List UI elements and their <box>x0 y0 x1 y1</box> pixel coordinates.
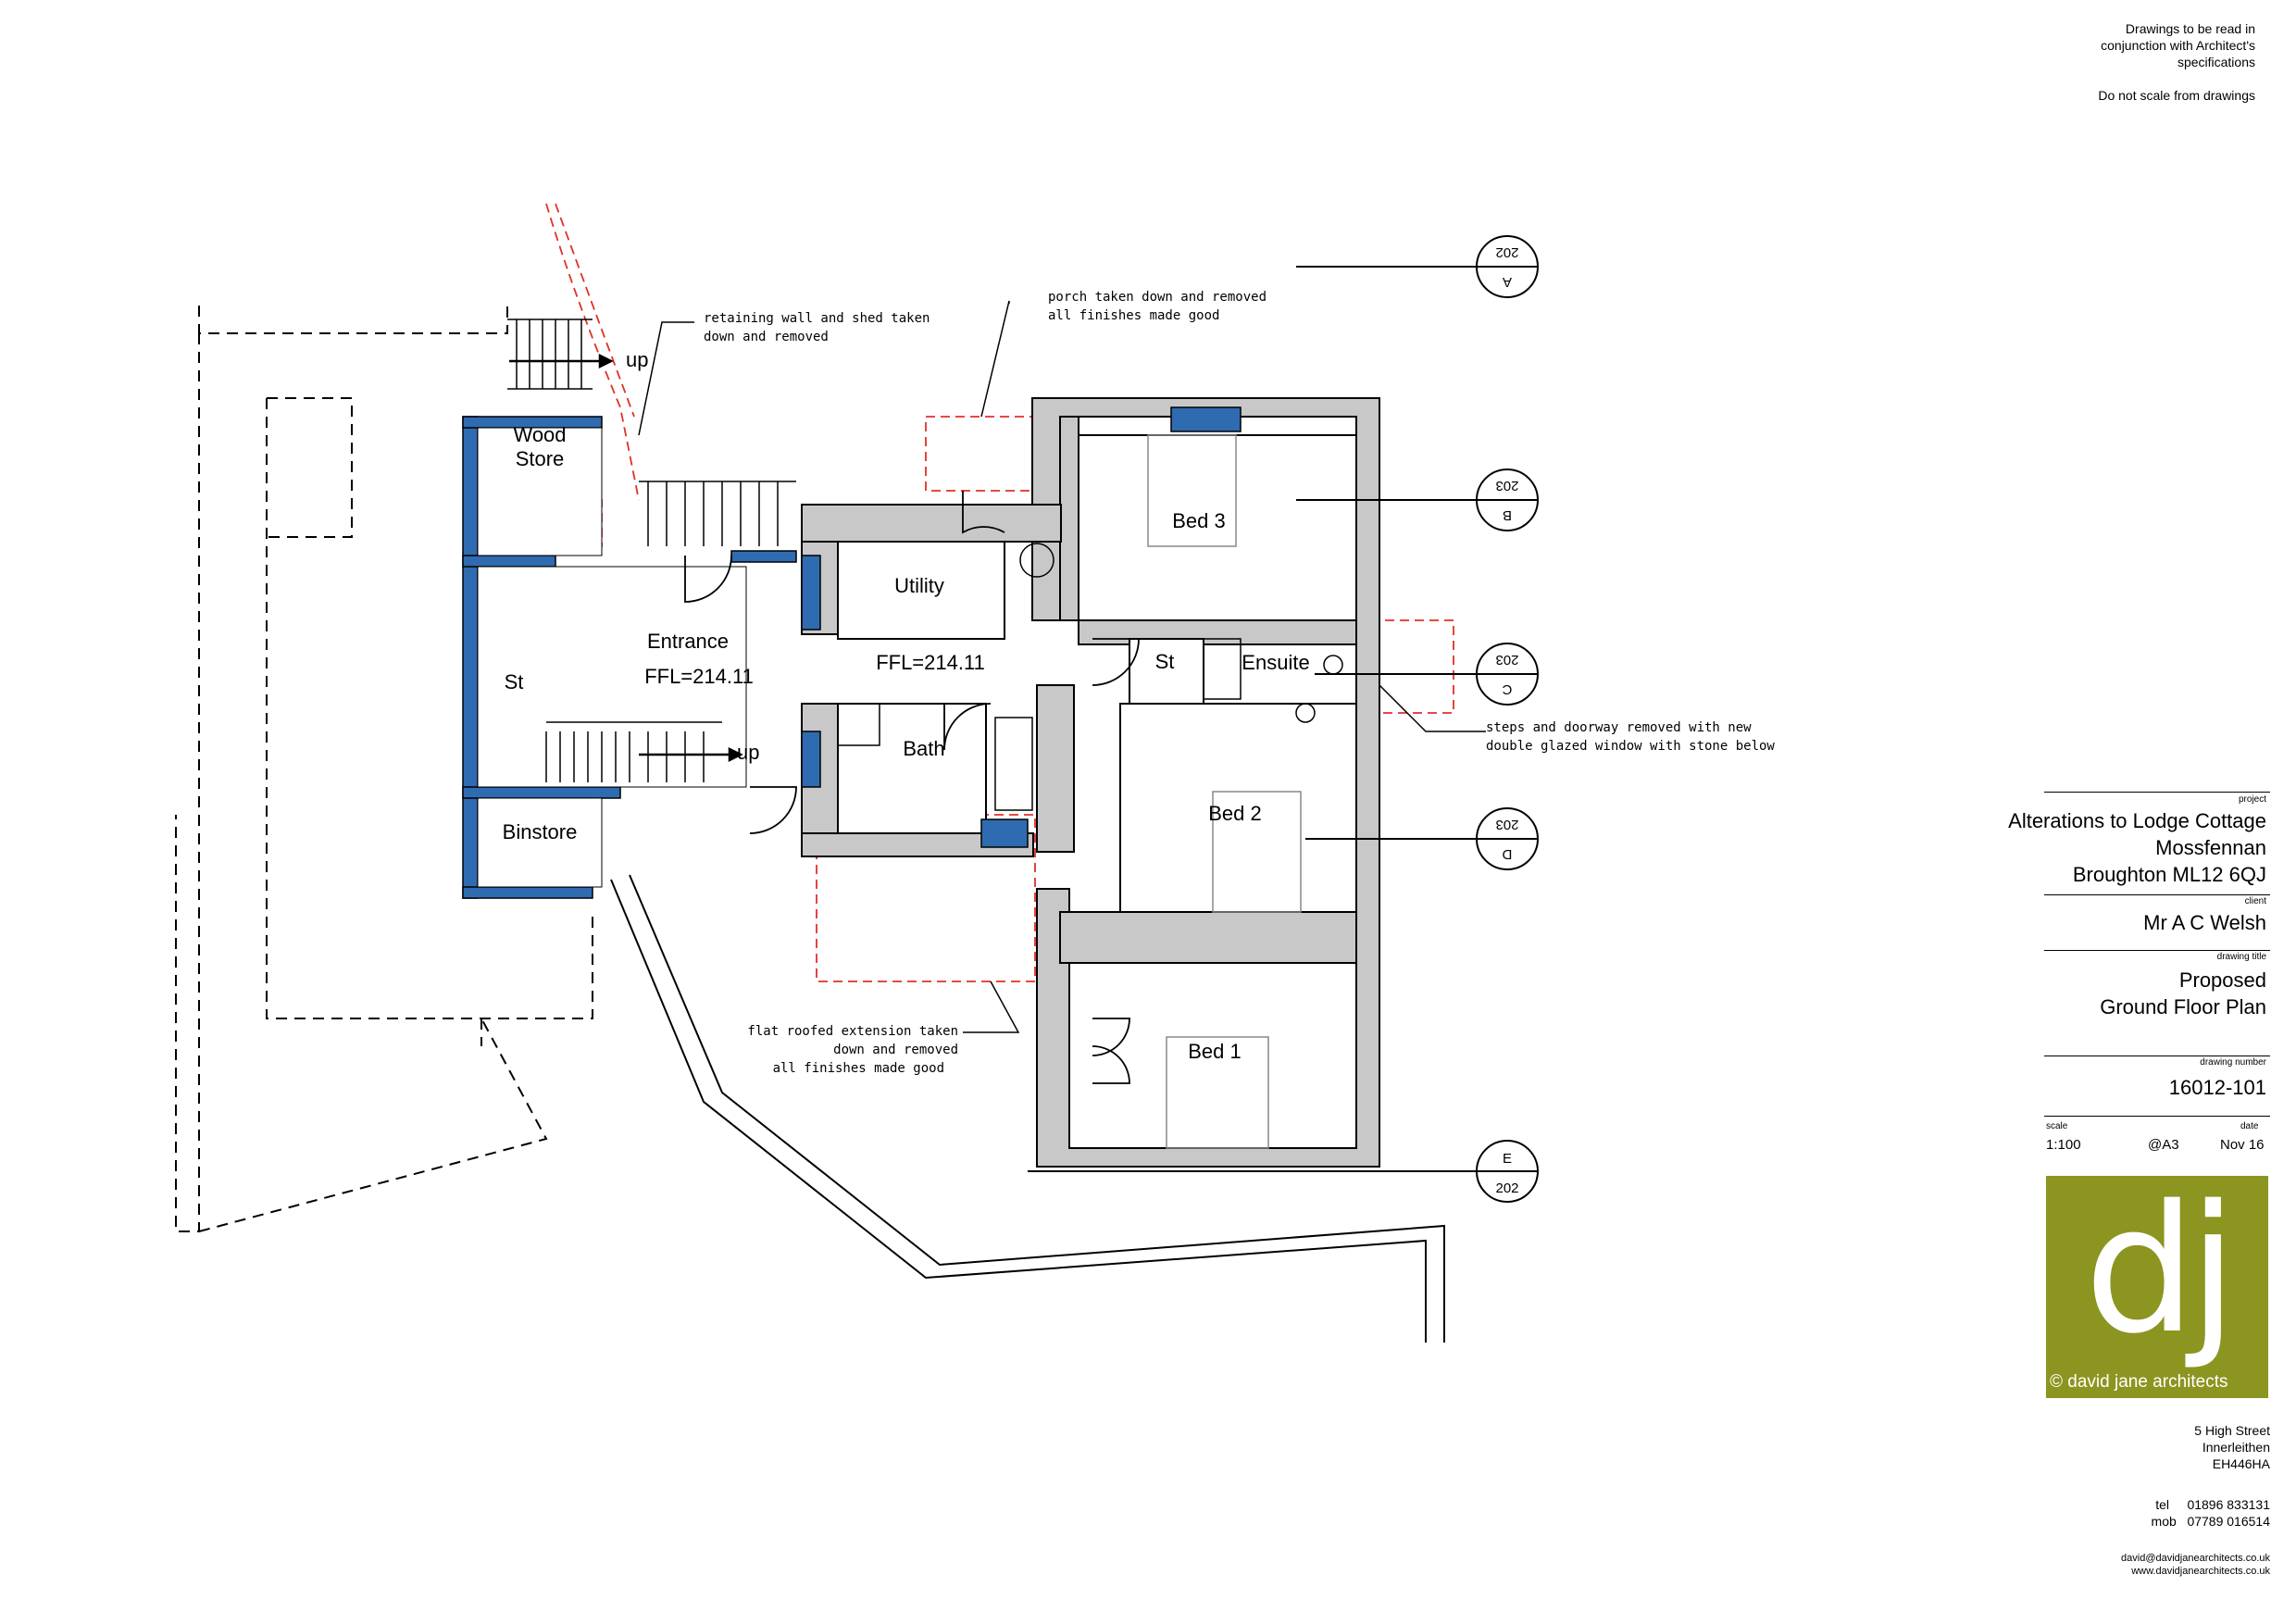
annotation-retaining-wall-1: retaining wall and shed taken <box>704 311 930 326</box>
room-label-bed-2: Bed 2 <box>1208 802 1262 825</box>
logo-text: © david jane architects <box>2050 1372 2228 1392</box>
room-label-ensuite: Ensuite <box>1242 651 1309 674</box>
binstore-fill <box>477 797 603 888</box>
address-line-2: Innerleithen <box>2202 1440 2270 1455</box>
section-c-letter: C <box>1502 681 1512 697</box>
note-line-3: specifications <box>2177 55 2255 69</box>
project-line-3: Broughton ML12 6QJ <box>2072 863 2266 886</box>
title-block-divider <box>2044 792 2270 793</box>
section-a-letter: A <box>1503 274 1512 290</box>
room-label-wood-store: Wood <box>513 423 566 446</box>
drawing-title-2: Ground Floor Plan <box>2100 995 2266 1018</box>
stair-treads-lower <box>545 721 722 782</box>
room-label-entrance: Entrance <box>647 630 729 653</box>
mob-number: 07789 016514 <box>2187 1514 2270 1529</box>
ffl-label-hall: FFL=214.11 <box>876 651 985 674</box>
section-labels: 202 A 203 B 203 C 203 D E 202 <box>1495 244 1518 1196</box>
scale-value: 1:100 <box>2046 1137 2081 1153</box>
annotation-flat-roof-2: down and removed <box>833 1043 958 1057</box>
address-line-1: 5 High Street <box>2194 1423 2270 1438</box>
project-line-1: Alterations to Lodge Cottage <box>2008 809 2266 832</box>
section-a-number: 202 <box>1495 244 1518 260</box>
title-block-divider <box>2044 1116 2270 1117</box>
boundary-wall-lines-inner <box>629 874 1445 1343</box>
date-label: date <box>2240 1121 2259 1131</box>
annotation-flat-roof-3: all finishes made good <box>773 1061 944 1076</box>
room-label-bed-3: Bed 3 <box>1172 509 1226 532</box>
stair-label-up-lower: up <box>737 741 759 764</box>
section-e-letter: E <box>1503 1151 1512 1167</box>
section-e-number: 202 <box>1495 1181 1518 1196</box>
mob-label: mob <box>2151 1514 2177 1529</box>
section-c-number: 203 <box>1495 652 1518 668</box>
paper-size: @A3 <box>2148 1137 2179 1153</box>
room-label-st-hall: St <box>1155 650 1175 673</box>
bed-outlines <box>1147 434 1302 1149</box>
room-label-st-left: St <box>505 670 524 693</box>
section-d-letter: D <box>1502 846 1512 862</box>
room-label-utility: Utility <box>894 574 944 597</box>
annotation-porch-2: all finishes made good <box>1048 308 1219 323</box>
annotation-flat-roof-1: flat roofed extension taken <box>747 1024 958 1039</box>
drawing-number-label: drawing number <box>2200 1057 2266 1068</box>
room-outlines <box>837 434 1357 1149</box>
external-dashed-outline <box>175 306 593 1232</box>
email-address[interactable]: david@davidjanearchitects.co.uk <box>2121 1553 2270 1564</box>
project-label: project <box>2238 794 2266 805</box>
address-line-3: EH446HA <box>2212 1456 2270 1471</box>
web-block: david@davidjanearchitects.co.uk www.davi… <box>2121 1552 2270 1578</box>
annotation-steps-2: double glazed window with stone below <box>1486 739 1775 754</box>
section-d-number: 203 <box>1495 817 1518 832</box>
address-block: 5 High Street Innerleithen EH446HA <box>2194 1422 2270 1472</box>
annotation-leaders <box>638 300 1486 1033</box>
drawing-title-label: drawing title <box>2216 952 2266 962</box>
website-address[interactable]: www.davidjanearchitects.co.uk <box>2131 1566 2270 1577</box>
project-line-2: Mossfennan <box>2155 836 2266 859</box>
door-swings <box>684 491 1140 1084</box>
client-name: Mr A C Welsh <box>2143 911 2266 934</box>
bath-fittings <box>837 543 1343 811</box>
entrance-lobby-fill <box>477 427 603 556</box>
room-label-bed-1: Bed 1 <box>1188 1040 1242 1063</box>
section-markers <box>1476 235 1539 1203</box>
tel-label: tel <box>2155 1497 2169 1512</box>
room-label-binstore: Binstore <box>503 820 578 843</box>
section-b-number: 203 <box>1495 478 1518 493</box>
logo-mark: dj <box>2084 1168 2237 1372</box>
tel-number: 01896 833131 <box>2187 1497 2270 1512</box>
annotation-porch-1: porch taken down and removed <box>1048 290 1267 305</box>
note-line-1: Drawings to be read in <box>2125 21 2255 36</box>
title-block-divider <box>2044 894 2270 895</box>
annotation-retaining-wall-2: down and removed <box>704 330 829 344</box>
existing-walls <box>801 397 1380 1168</box>
entrance-hall-fill <box>477 566 747 788</box>
room-label-bath: Bath <box>903 737 944 760</box>
stair-arrows <box>509 353 743 763</box>
title-block-divider <box>2044 950 2270 951</box>
note-line-2: conjunction with Architect's <box>2101 38 2255 53</box>
annotation-steps-1: steps and doorway removed with new <box>1486 720 1752 735</box>
client-label: client <box>2244 896 2266 906</box>
stair-treads-upper <box>507 319 593 390</box>
section-b-letter: B <box>1503 507 1512 523</box>
scale-label: scale <box>2046 1121 2068 1131</box>
drawing-number: 16012-101 <box>2168 1076 2266 1099</box>
note-line-4: Do not scale from drawings <box>2098 88 2255 103</box>
stair-label-up-upper: up <box>626 348 648 371</box>
section-lines <box>1028 266 1477 1172</box>
contact-block: tel 01896 833131 mob 07789 016514 <box>2152 1496 2270 1530</box>
stair-treads-mid <box>639 481 796 546</box>
company-logo: dj © david jane architects <box>2046 1168 2268 1398</box>
room-label-wood-store-2: Store <box>516 447 565 470</box>
drawing-notes: Drawings to be read in conjunction with … <box>2098 20 2255 104</box>
drawing-date: Nov 16 <box>2220 1137 2265 1153</box>
drawing-title-1: Proposed <box>2178 968 2266 992</box>
boundary-wall-lines <box>610 879 1427 1343</box>
ffl-label-entrance: FFL=214.11 <box>644 665 754 688</box>
